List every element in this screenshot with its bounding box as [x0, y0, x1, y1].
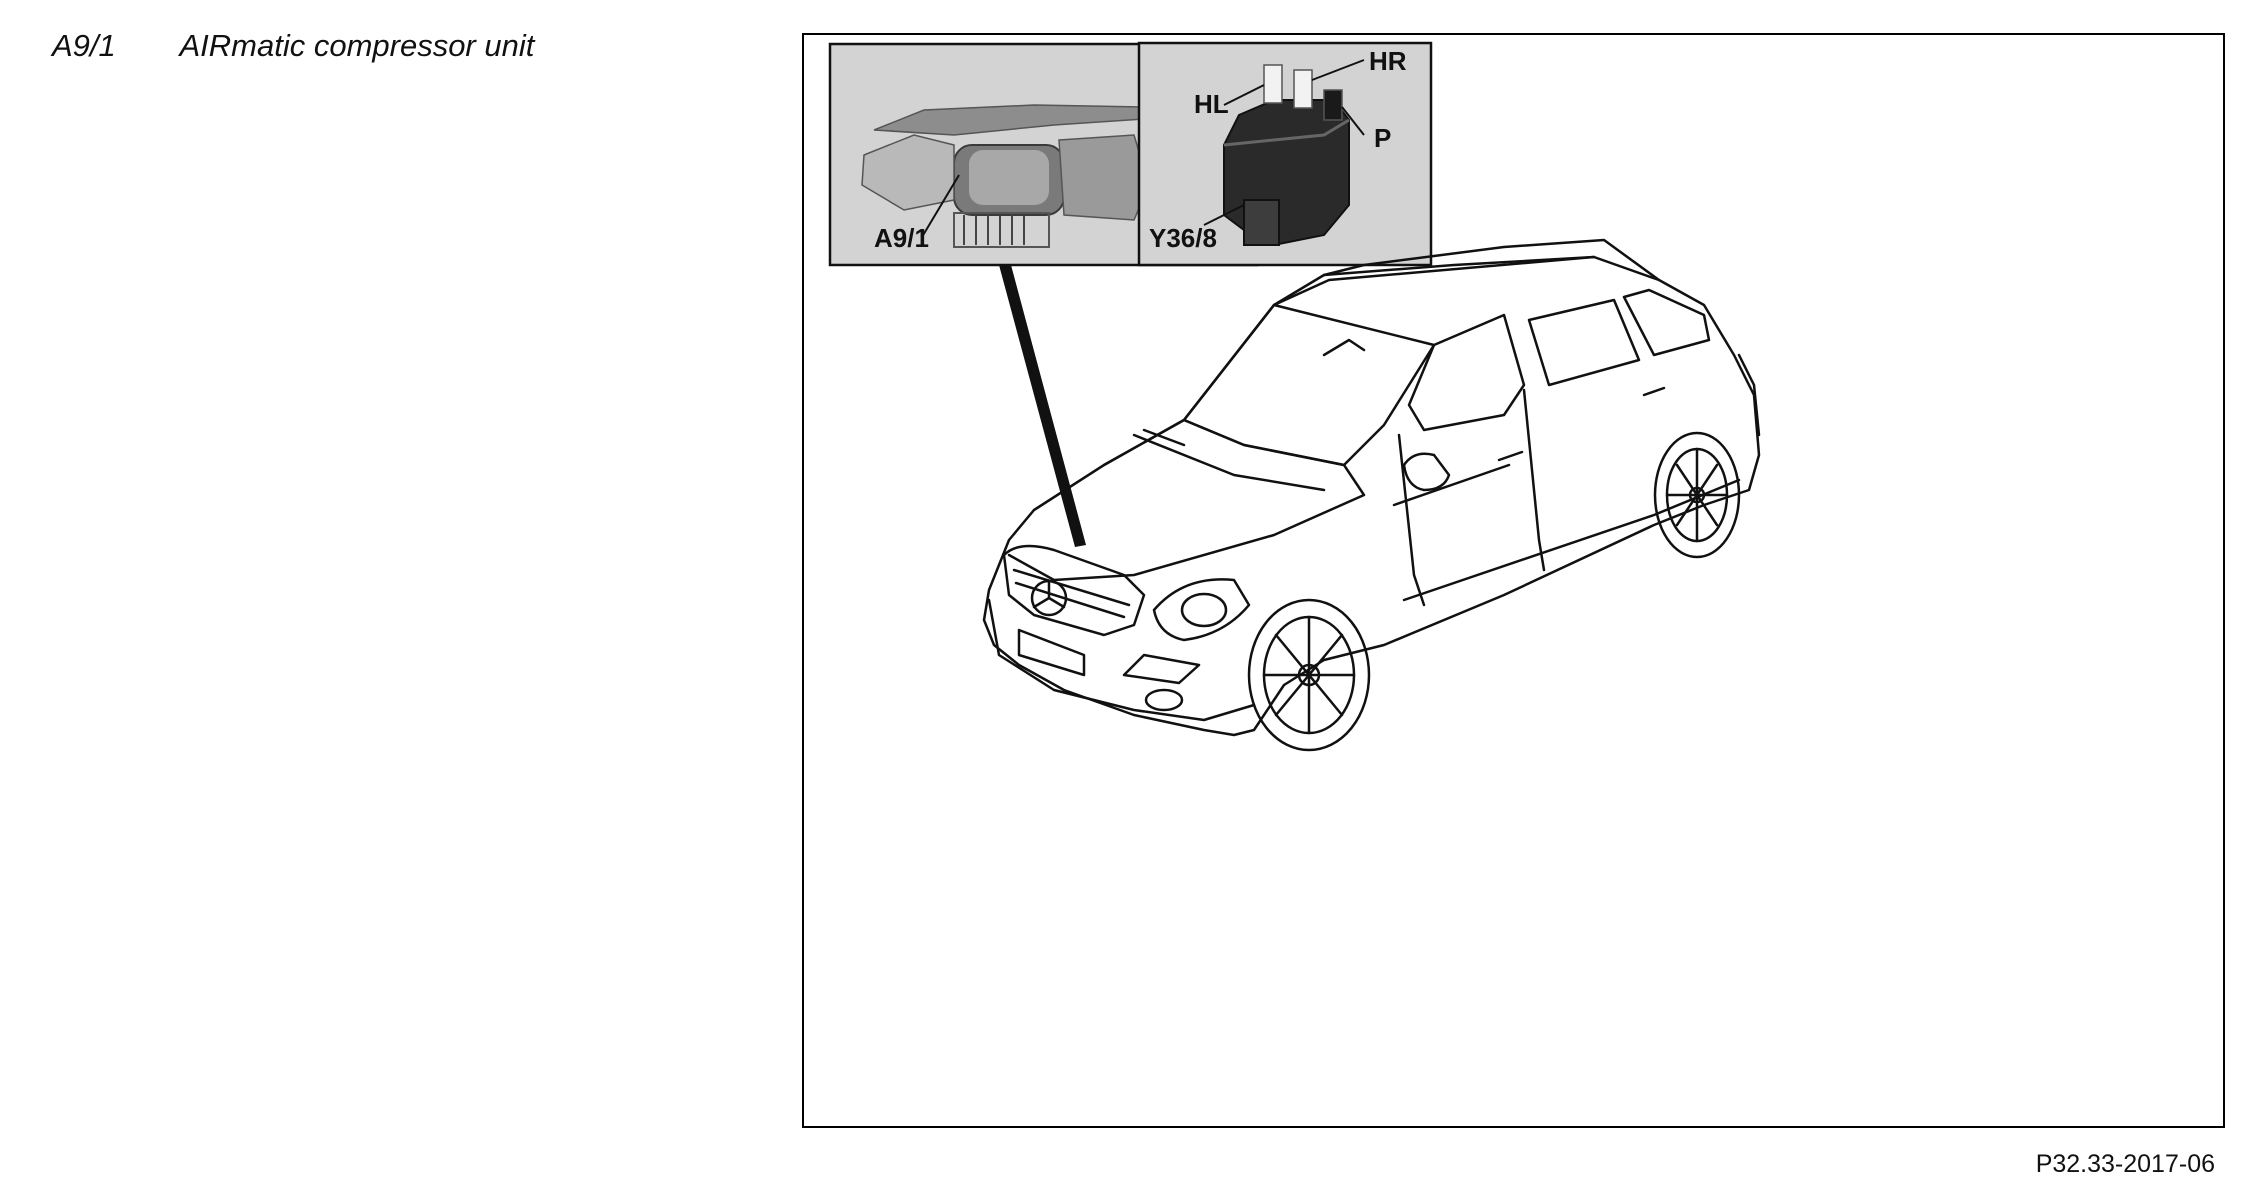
diagram-illustration: A9/1 HL HR P Y36/8 — [828, 41, 1761, 752]
diagram-frame: A9/1 HL HR P Y36/8 — [802, 33, 2225, 1128]
legend-entry: A9/1 AIRmatic compressor unit — [52, 28, 534, 64]
legend-description: AIRmatic compressor unit — [179, 28, 535, 63]
leader-line-compressor — [999, 265, 1086, 547]
valve-block-inset: HL HR P Y36/8 — [1137, 41, 1433, 267]
callout-y36-8: Y36/8 — [1149, 223, 1217, 253]
callout-a9-1: A9/1 — [874, 223, 929, 253]
vehicle-outline — [982, 238, 1761, 752]
callout-p: P — [1374, 123, 1391, 153]
figure-reference: P32.33-2017-06 — [2035, 1150, 2215, 1178]
callout-hr: HR — [1369, 46, 1407, 76]
legend-code: A9/1 — [52, 28, 116, 63]
callout-hl: HL — [1194, 89, 1229, 119]
